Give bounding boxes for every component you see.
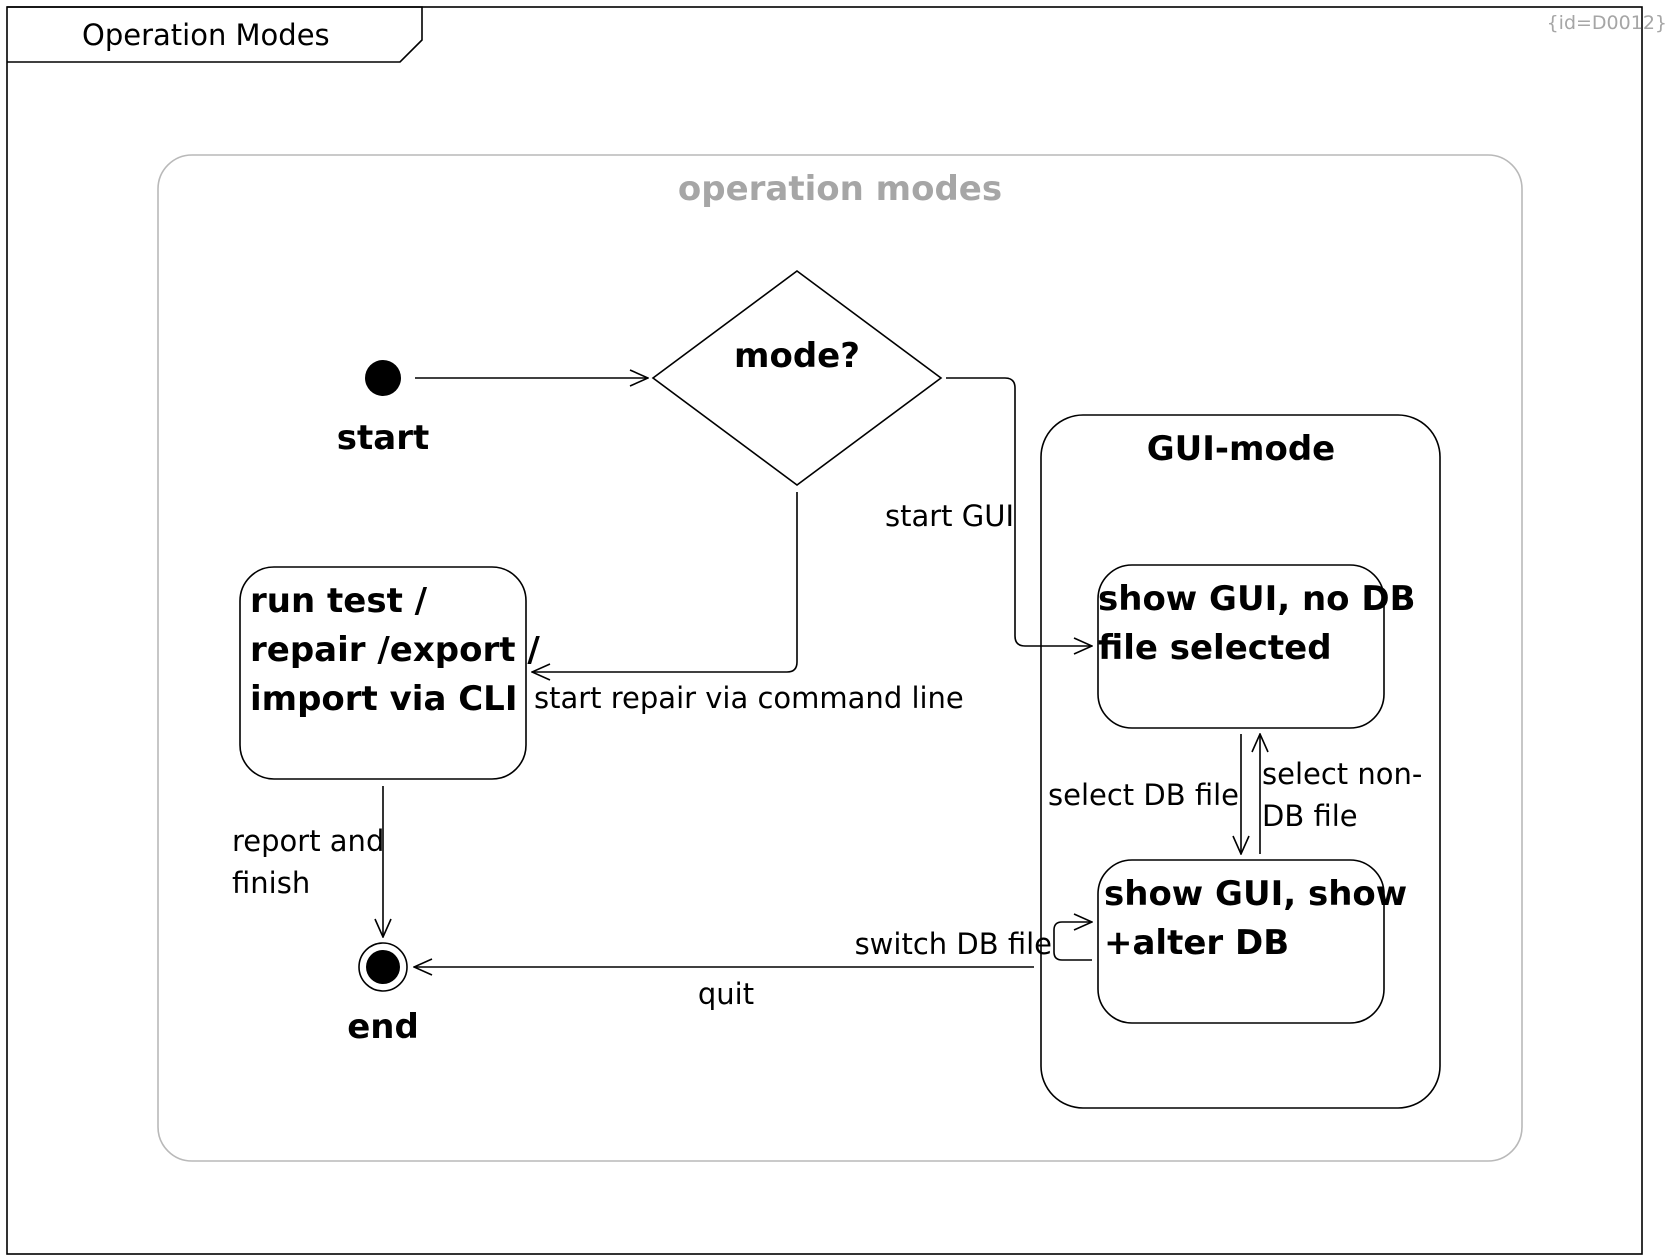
frame-tab [7,6,423,63]
start-gui-label: start GUI [885,499,1014,533]
initial-node [365,360,401,396]
frame-tab-label: Operation Modes [82,18,330,52]
gui-no-db-label: show GUI, no DB file selected [1098,579,1427,668]
start-repair-label: start repair via command line [534,681,964,715]
transition-switch-db-file [1053,922,1092,961]
gui-mode-state [1040,414,1441,1109]
gui-alter-db-label: show GUI, show +alter DB [1104,874,1419,963]
select-db-file-label: select DB file [1048,778,1239,812]
outer-frame [6,6,1643,1255]
end-label: end [347,1007,419,1047]
operation-modes-region [157,154,1523,1162]
final-node-ring [358,942,408,992]
transition-start-repair [532,492,798,672]
gui-no-db-state [1097,564,1385,729]
gui-alter-db-state [1097,859,1385,1024]
region-title: operation modes [678,169,1002,209]
select-non-db-label: select non- DB file [1262,757,1432,833]
start-label: start [337,418,429,458]
frame-id-label: {id=D0012} [1547,12,1667,34]
transition-start-gui [946,377,1092,646]
quit-label: quit [698,977,754,1011]
final-node-dot [366,950,400,984]
report-finish-label: report and finish [232,824,394,900]
decision-node [651,270,943,486]
decision-label: mode? [734,336,860,376]
switch-db-file-label: switch DB file [855,927,1052,961]
gui-mode-title: GUI-mode [1147,429,1335,469]
cli-state-label: run test / repair /export / import via C… [250,581,552,719]
cli-state [239,566,527,780]
